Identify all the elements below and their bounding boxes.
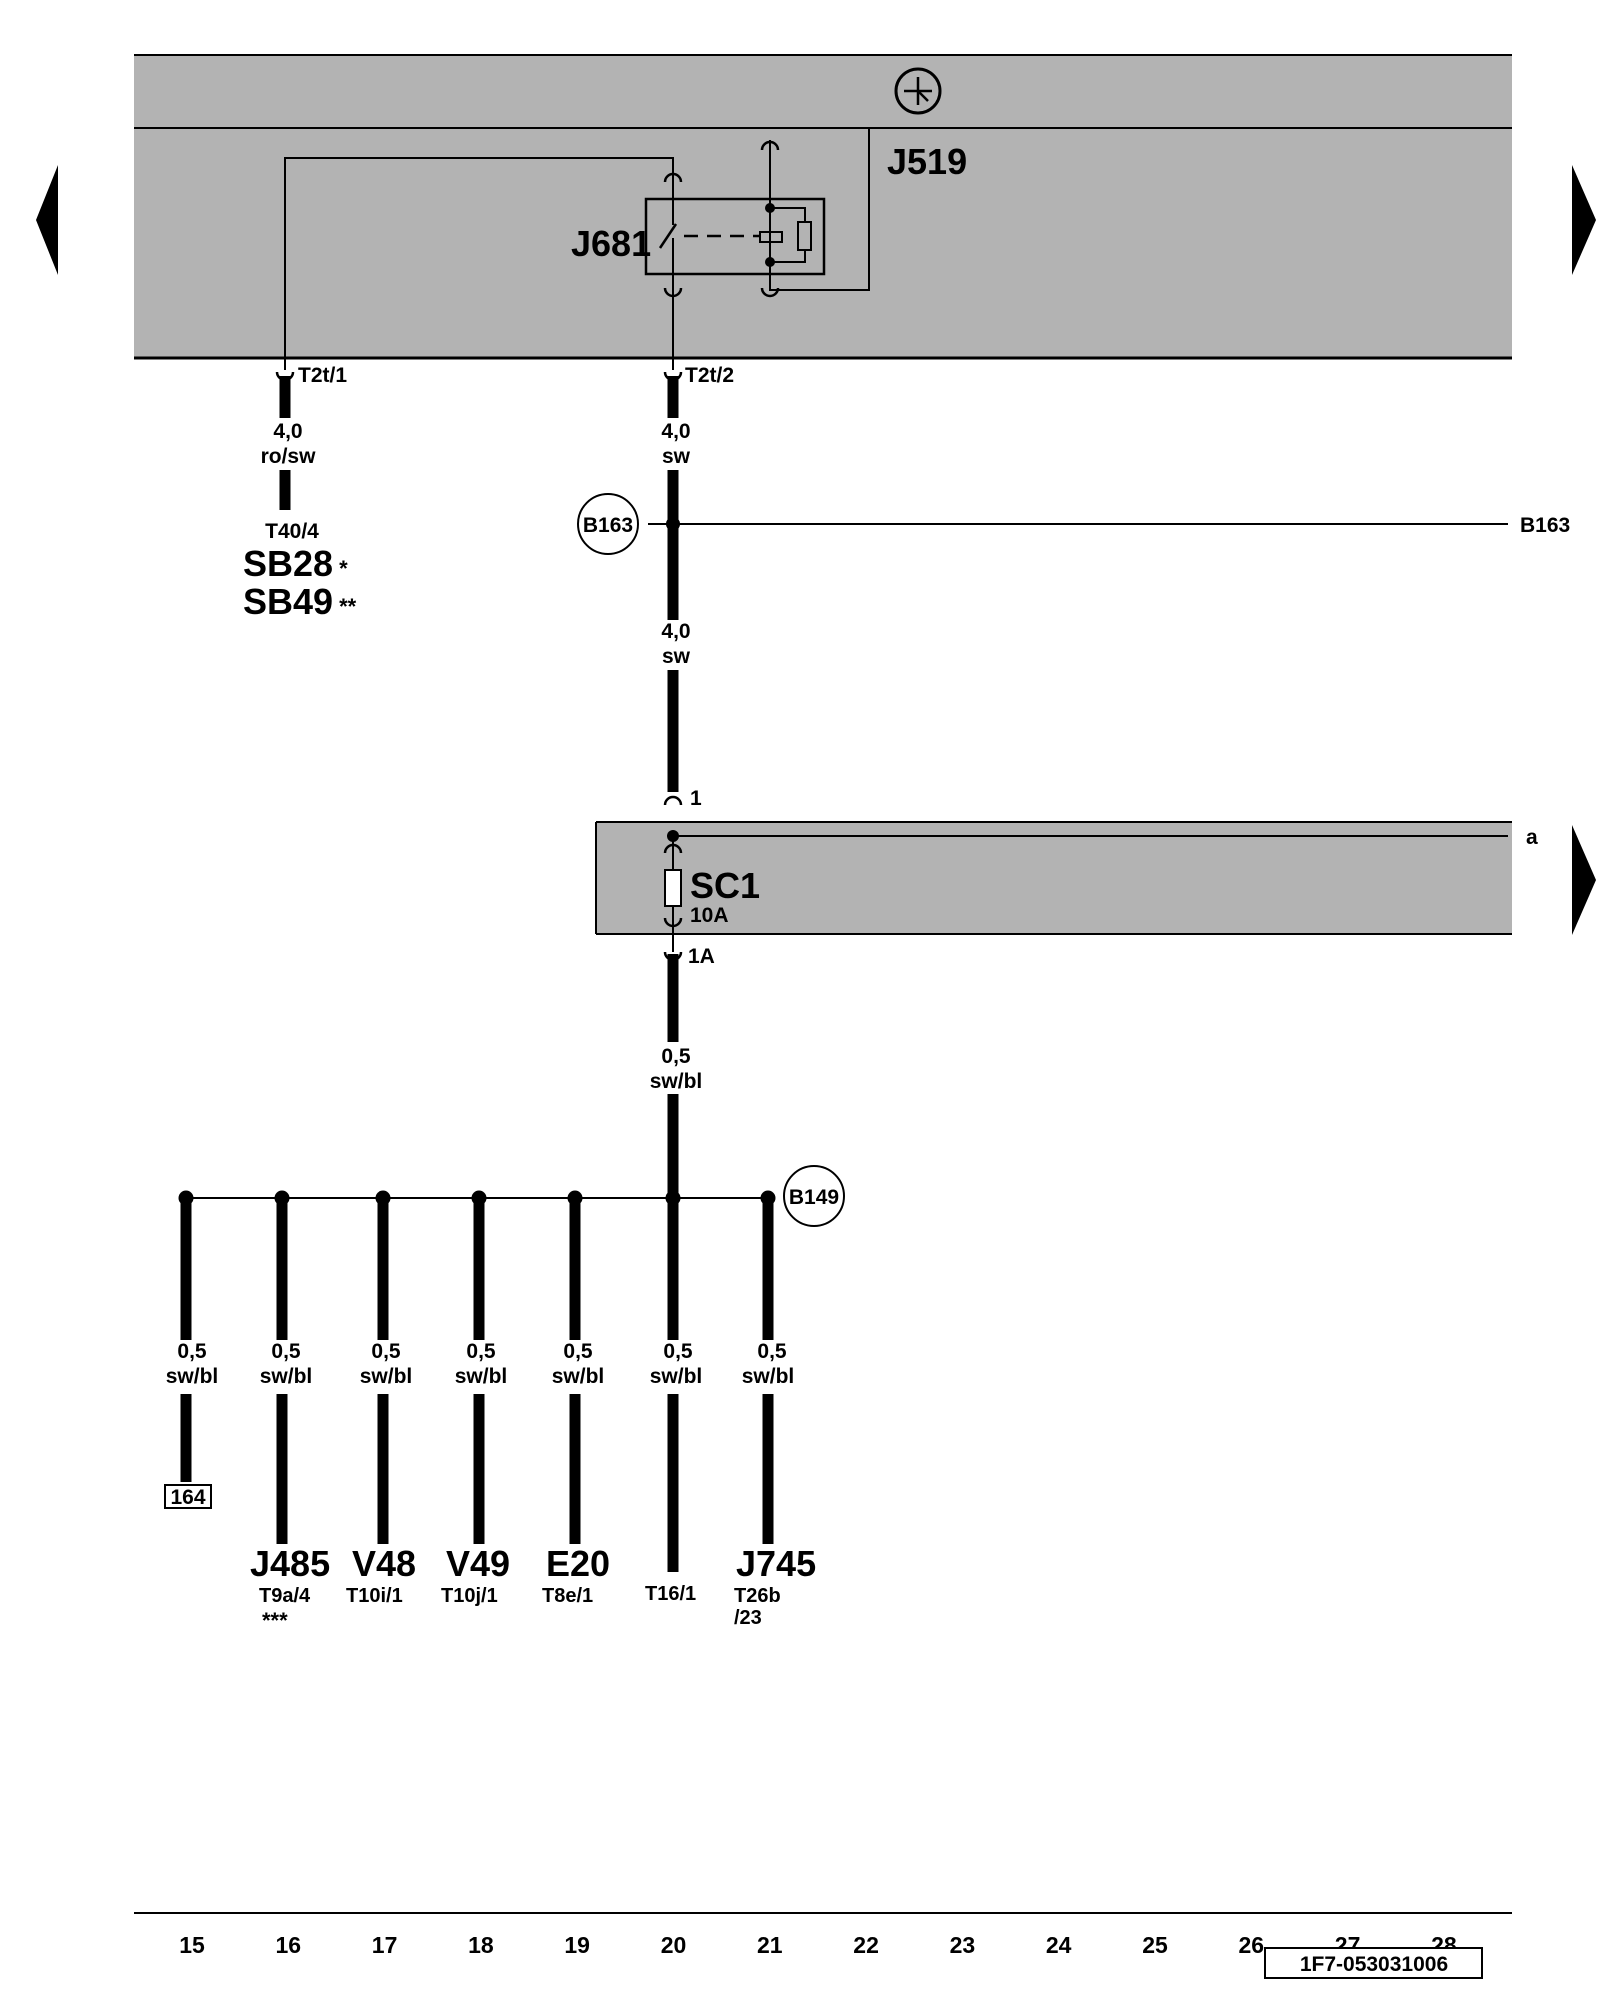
splice-b163: B163 [577, 493, 1508, 555]
prev-page-arrow-icon[interactable] [36, 165, 58, 275]
splice-b163-ref: B163 [1520, 514, 1570, 537]
branch-1-color: sw/bl [166, 1365, 219, 1388]
svg-text:B163: B163 [583, 514, 633, 537]
mark-j485: *** [262, 1608, 288, 1633]
relay-label: J681 [571, 223, 651, 264]
pin-t8e-1: T8e/1 [542, 1585, 593, 1607]
wire-color-after-fuse: sw/bl [650, 1070, 703, 1093]
wire-size-main-1: 4,0 [661, 420, 690, 443]
branch-2-size: 0,5 [271, 1340, 301, 1363]
pin-t10j-1: T10j/1 [441, 1585, 498, 1607]
fuse-holder-sc [595, 795, 1512, 962]
branch-4-color: sw/bl [455, 1365, 508, 1388]
branch-7-size: 0,5 [757, 1340, 787, 1363]
target-v49: V49 [446, 1543, 510, 1584]
branch-3-size: 0,5 [371, 1340, 401, 1363]
branch-6-color: sw/bl [650, 1365, 703, 1388]
branch-4-size: 0,5 [466, 1340, 496, 1363]
branch-3-color: sw/bl [360, 1365, 413, 1388]
wire-color-main-2: sw [662, 645, 691, 668]
branch-5-color: sw/bl [552, 1365, 605, 1388]
column-number: 23 [950, 1932, 976, 1958]
pin-t26b-23: T26b /23 [734, 1585, 786, 1629]
control-unit-j519: J519 [134, 54, 1512, 360]
wire-size-after-fuse: 0,5 [661, 1045, 691, 1068]
column-number: 21 [757, 1932, 783, 1958]
column-number: 26 [1239, 1932, 1265, 1958]
pin-t9a-4: T9a/4 [259, 1585, 311, 1607]
diagram-id: 1F7-053031006 [1300, 1953, 1448, 1976]
pin-t2t-2: T2t/2 [685, 364, 734, 387]
fuse-pin-in: 1 [690, 787, 702, 810]
next-page-arrow-icon[interactable] [1572, 165, 1596, 275]
control-unit-label: J519 [887, 141, 967, 182]
pin-t2t-1: T2t/1 [298, 364, 347, 387]
wire-color-main-1: sw [662, 445, 691, 468]
branch-2-color: sw/bl [260, 1365, 313, 1388]
terminal-30-symbol-icon [894, 67, 942, 115]
column-number: 15 [179, 1932, 205, 1958]
column-number: 24 [1046, 1932, 1072, 1958]
branch-wires [178, 1190, 776, 1572]
fuse-sc1-icon [664, 869, 682, 907]
wire-color-left: ro/sw [261, 445, 317, 468]
branch-targets: 164 J485 T9a/4 *** V48 T10i/1 V49 T10j/1… [164, 1484, 816, 1633]
target-j485: J485 [250, 1543, 330, 1584]
fuse-sc1-rating: 10A [690, 904, 729, 927]
branch-1-size: 0,5 [177, 1340, 207, 1363]
target-e20: E20 [546, 1543, 610, 1584]
fuse-sc1-label: SC1 [690, 865, 760, 906]
target-j745: J745 [736, 1543, 816, 1584]
branch-7-color: sw/bl [742, 1365, 795, 1388]
column-number: 22 [853, 1932, 879, 1958]
j519-internal-wiring [284, 128, 870, 370]
branch-6-size: 0,5 [663, 1340, 693, 1363]
column-number: 25 [1142, 1932, 1168, 1958]
next-page-arrow-2-icon[interactable] [1572, 825, 1596, 935]
relay-j681: J681 [571, 140, 826, 298]
branch-5-size: 0,5 [563, 1340, 593, 1363]
column-number: 17 [372, 1932, 398, 1958]
wire-size-left: 4,0 [273, 420, 302, 443]
ref-164[interactable]: 164 [170, 1486, 205, 1509]
pin-t10i-1: T10i/1 [346, 1585, 403, 1607]
branch-labels: 0,5 sw/bl 0,5 sw/bl 0,5 sw/bl 0,5 sw/bl … [166, 1340, 795, 1388]
svg-text:B149: B149 [789, 1186, 839, 1209]
target-v48: V48 [352, 1543, 416, 1584]
wire-size-main-2: 4,0 [661, 620, 690, 643]
column-number: 20 [661, 1932, 687, 1958]
fuse-pin-out: 1A [688, 945, 715, 968]
column-number: 16 [276, 1932, 302, 1958]
column-number: 19 [564, 1932, 590, 1958]
ref-box-164[interactable] [164, 1484, 212, 1509]
fuse-ref-a: a [1526, 826, 1538, 849]
diagram-id-box [1264, 1947, 1483, 1979]
pin-t16-1: T16/1 [645, 1583, 696, 1605]
fuse-sb28: SB28* [243, 543, 348, 584]
column-number: 18 [468, 1932, 494, 1958]
dest-t40-4: T40/4 [265, 520, 319, 543]
fuse-sb49: SB49** [243, 581, 357, 622]
